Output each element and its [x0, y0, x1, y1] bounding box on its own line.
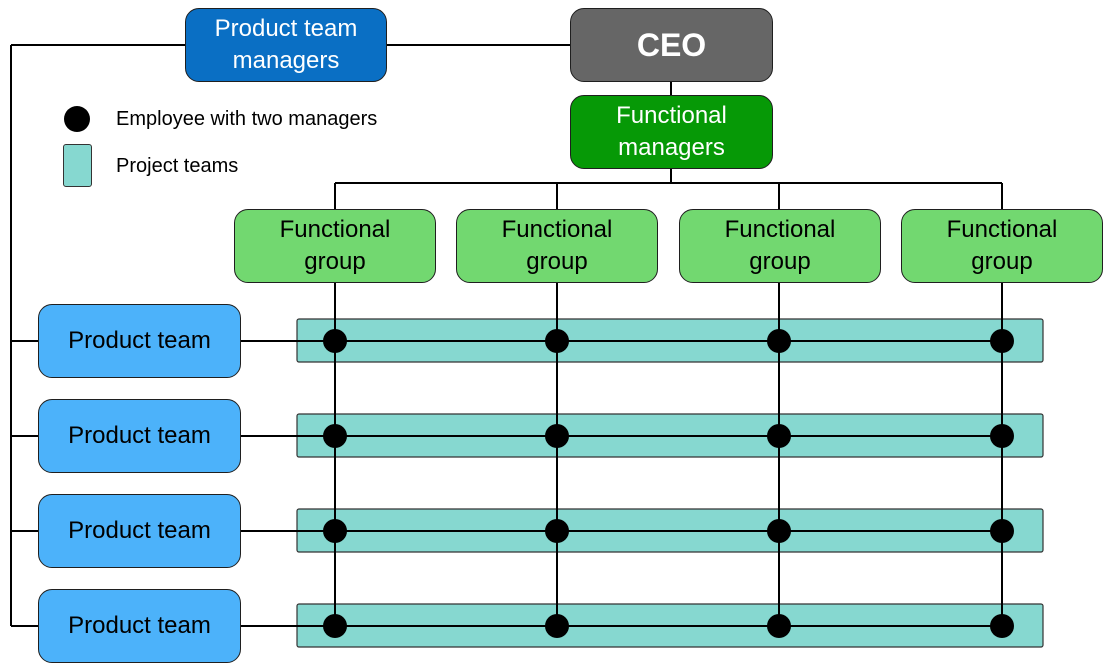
- employee-dot: [545, 424, 569, 448]
- employee-dot: [323, 329, 347, 353]
- functional-managers-box: Functional managers: [570, 95, 773, 169]
- pt-label: Product team: [68, 422, 211, 449]
- product-team-box: Product team: [38, 589, 241, 663]
- fg-label-line2: group: [304, 248, 366, 275]
- functional-group-box: Functional group: [234, 209, 436, 283]
- legend-project-team-swatch-icon: [63, 144, 92, 187]
- employee-dot: [990, 519, 1014, 543]
- fg-label-line2: group: [749, 248, 811, 275]
- fg-label-line2: group: [971, 248, 1033, 275]
- employee-dot: [767, 519, 791, 543]
- product-team-managers-box: Product team managers: [185, 8, 387, 82]
- fg-label-line1: Functional: [946, 216, 1058, 243]
- employee-dot: [545, 519, 569, 543]
- pt-label: Product team: [68, 327, 211, 354]
- functional-group-box: Functional group: [456, 209, 658, 283]
- ceo-label: CEO: [636, 27, 707, 63]
- pt-label: Product team: [68, 612, 211, 639]
- ceo-box: CEO: [570, 8, 773, 82]
- employee-dot: [990, 614, 1014, 638]
- employee-dot: [323, 519, 347, 543]
- ptm-label-line1: Product team: [214, 15, 358, 42]
- functional-group-box: Functional group: [901, 209, 1103, 283]
- fm-label-line1: Functional: [616, 102, 727, 129]
- product-team-box: Product team: [38, 494, 241, 568]
- employee-dot: [545, 329, 569, 353]
- product-team-box: Product team: [38, 304, 241, 378]
- fg-label-line1: Functional: [501, 216, 613, 243]
- functional-group-box: Functional group: [679, 209, 881, 283]
- employee-dots: [323, 329, 1014, 638]
- employee-dot: [323, 424, 347, 448]
- legend-employee-label: Employee with two managers: [116, 108, 378, 130]
- legend-project-label: Project teams: [116, 155, 239, 177]
- fg-label-line1: Functional: [279, 216, 391, 243]
- fg-label-line2: group: [526, 248, 588, 275]
- project-team-bands: [296, 318, 1044, 648]
- pt-label: Product team: [68, 517, 211, 544]
- legend-employee-dot-icon: [64, 106, 90, 132]
- employee-dot: [767, 424, 791, 448]
- fm-label-line2: managers: [618, 134, 725, 161]
- product-team-box: Product team: [38, 399, 241, 473]
- employee-dot: [323, 614, 347, 638]
- employee-dot: [767, 614, 791, 638]
- fg-label-line1: Functional: [724, 216, 836, 243]
- ptm-label-line2: managers: [232, 47, 340, 74]
- employee-dot: [990, 424, 1014, 448]
- connector-lines: [10, 44, 1003, 627]
- employee-dot: [990, 329, 1014, 353]
- employee-dot: [767, 329, 791, 353]
- employee-dot: [545, 614, 569, 638]
